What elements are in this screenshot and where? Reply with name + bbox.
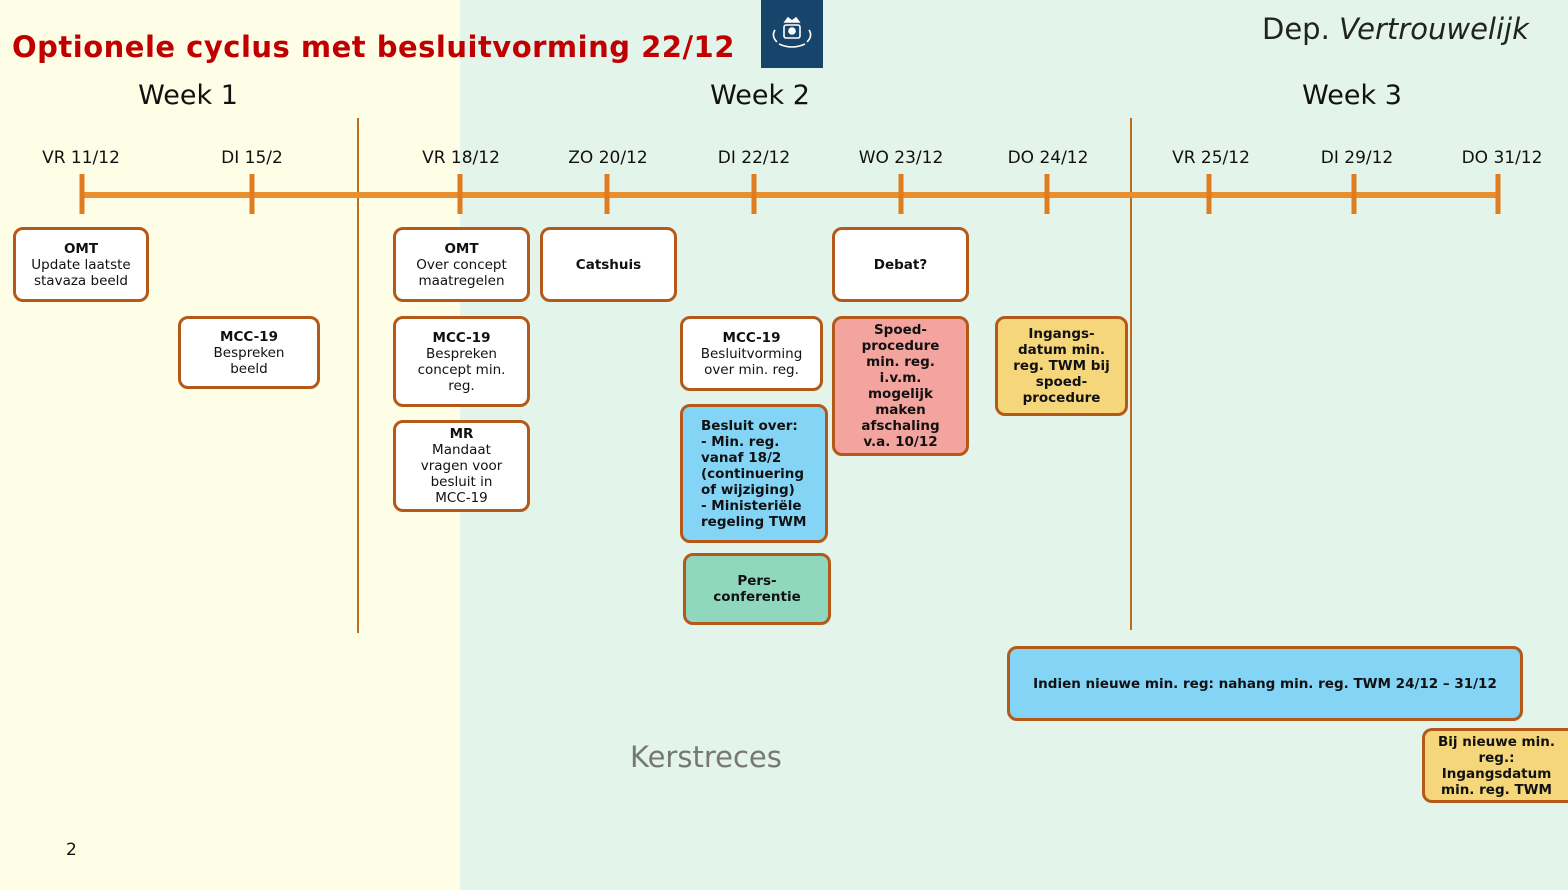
- event-besluit-over: Besluit over: - Min. reg. vanaf 18/2 (co…: [680, 404, 828, 543]
- timeline-tick: [1044, 174, 1050, 214]
- event-mcc19-concept: MCC-19 Bespreken concept min. reg.: [393, 316, 530, 407]
- background-panel: [460, 0, 1568, 890]
- timeline-tick: [751, 174, 757, 214]
- date-label: WO 23/12: [858, 148, 944, 168]
- event-mcc19-bespreken-beeld: MCC-19 Bespreken beeld: [178, 316, 320, 389]
- page-title: Optionele cyclus met besluitvorming 22/1…: [12, 30, 735, 64]
- event-omt-concept: OMT Over concept maatregelen: [393, 227, 530, 302]
- timeline-tick: [1495, 174, 1501, 214]
- timeline-axis: [80, 192, 1500, 198]
- week-2-label: Week 2: [710, 80, 810, 111]
- event-nahang-min-reg: Indien nieuwe min. reg: nahang min. reg.…: [1007, 646, 1523, 721]
- event-bij-nieuwe-min-reg: Bij nieuwe min. reg.: Ingangsdatum min. …: [1422, 728, 1568, 803]
- timeline-tick: [457, 174, 463, 214]
- event-mcc19-besluitvorming: MCC-19 Besluitvorming over min. reg.: [680, 316, 823, 391]
- date-label: DI 29/12: [1320, 148, 1394, 168]
- event-mr-mandaat: MR Mandaat vragen voor besluit in MCC-19: [393, 420, 530, 512]
- timeline-tick: [604, 174, 610, 214]
- date-label: ZO 20/12: [568, 148, 648, 168]
- week-divider: [357, 118, 359, 633]
- timeline-tick: [1206, 174, 1212, 214]
- timeline-tick: [249, 174, 255, 214]
- timeline-tick: [1351, 174, 1357, 214]
- date-label: VR 25/12: [1172, 148, 1250, 168]
- week-1-label: Week 1: [138, 80, 238, 111]
- government-coat-of-arms-icon: [761, 0, 823, 68]
- event-debat: Debat?: [832, 227, 969, 302]
- date-label: DO 31/12: [1461, 148, 1543, 168]
- week-3-label: Week 3: [1302, 80, 1402, 111]
- date-label: VR 11/12: [42, 148, 120, 168]
- classification-label: Dep. Vertrouwelijk: [1262, 12, 1529, 46]
- date-label: DI 15/2: [221, 148, 283, 168]
- event-ingangsdatum-spoed: Ingangs- datum min. reg. TWM bij spoed- …: [995, 316, 1128, 416]
- date-label: DI 22/12: [717, 148, 791, 168]
- event-omt-update: OMT Update laatste stavaza beeld: [13, 227, 149, 302]
- timeline-tick: [79, 174, 85, 214]
- recess-label: Kerstreces: [630, 740, 782, 774]
- event-spoedprocedure: Spoed- procedure min. reg. i.v.m. mogeli…: [832, 316, 969, 456]
- date-label: VR 18/12: [422, 148, 500, 168]
- date-label: DO 24/12: [1007, 148, 1089, 168]
- event-persconferentie: Pers- conferentie: [683, 553, 831, 625]
- week-divider: [1130, 118, 1132, 630]
- page-number: 2: [66, 840, 77, 860]
- timeline-tick: [898, 174, 904, 214]
- event-catshuis: Catshuis: [540, 227, 677, 302]
